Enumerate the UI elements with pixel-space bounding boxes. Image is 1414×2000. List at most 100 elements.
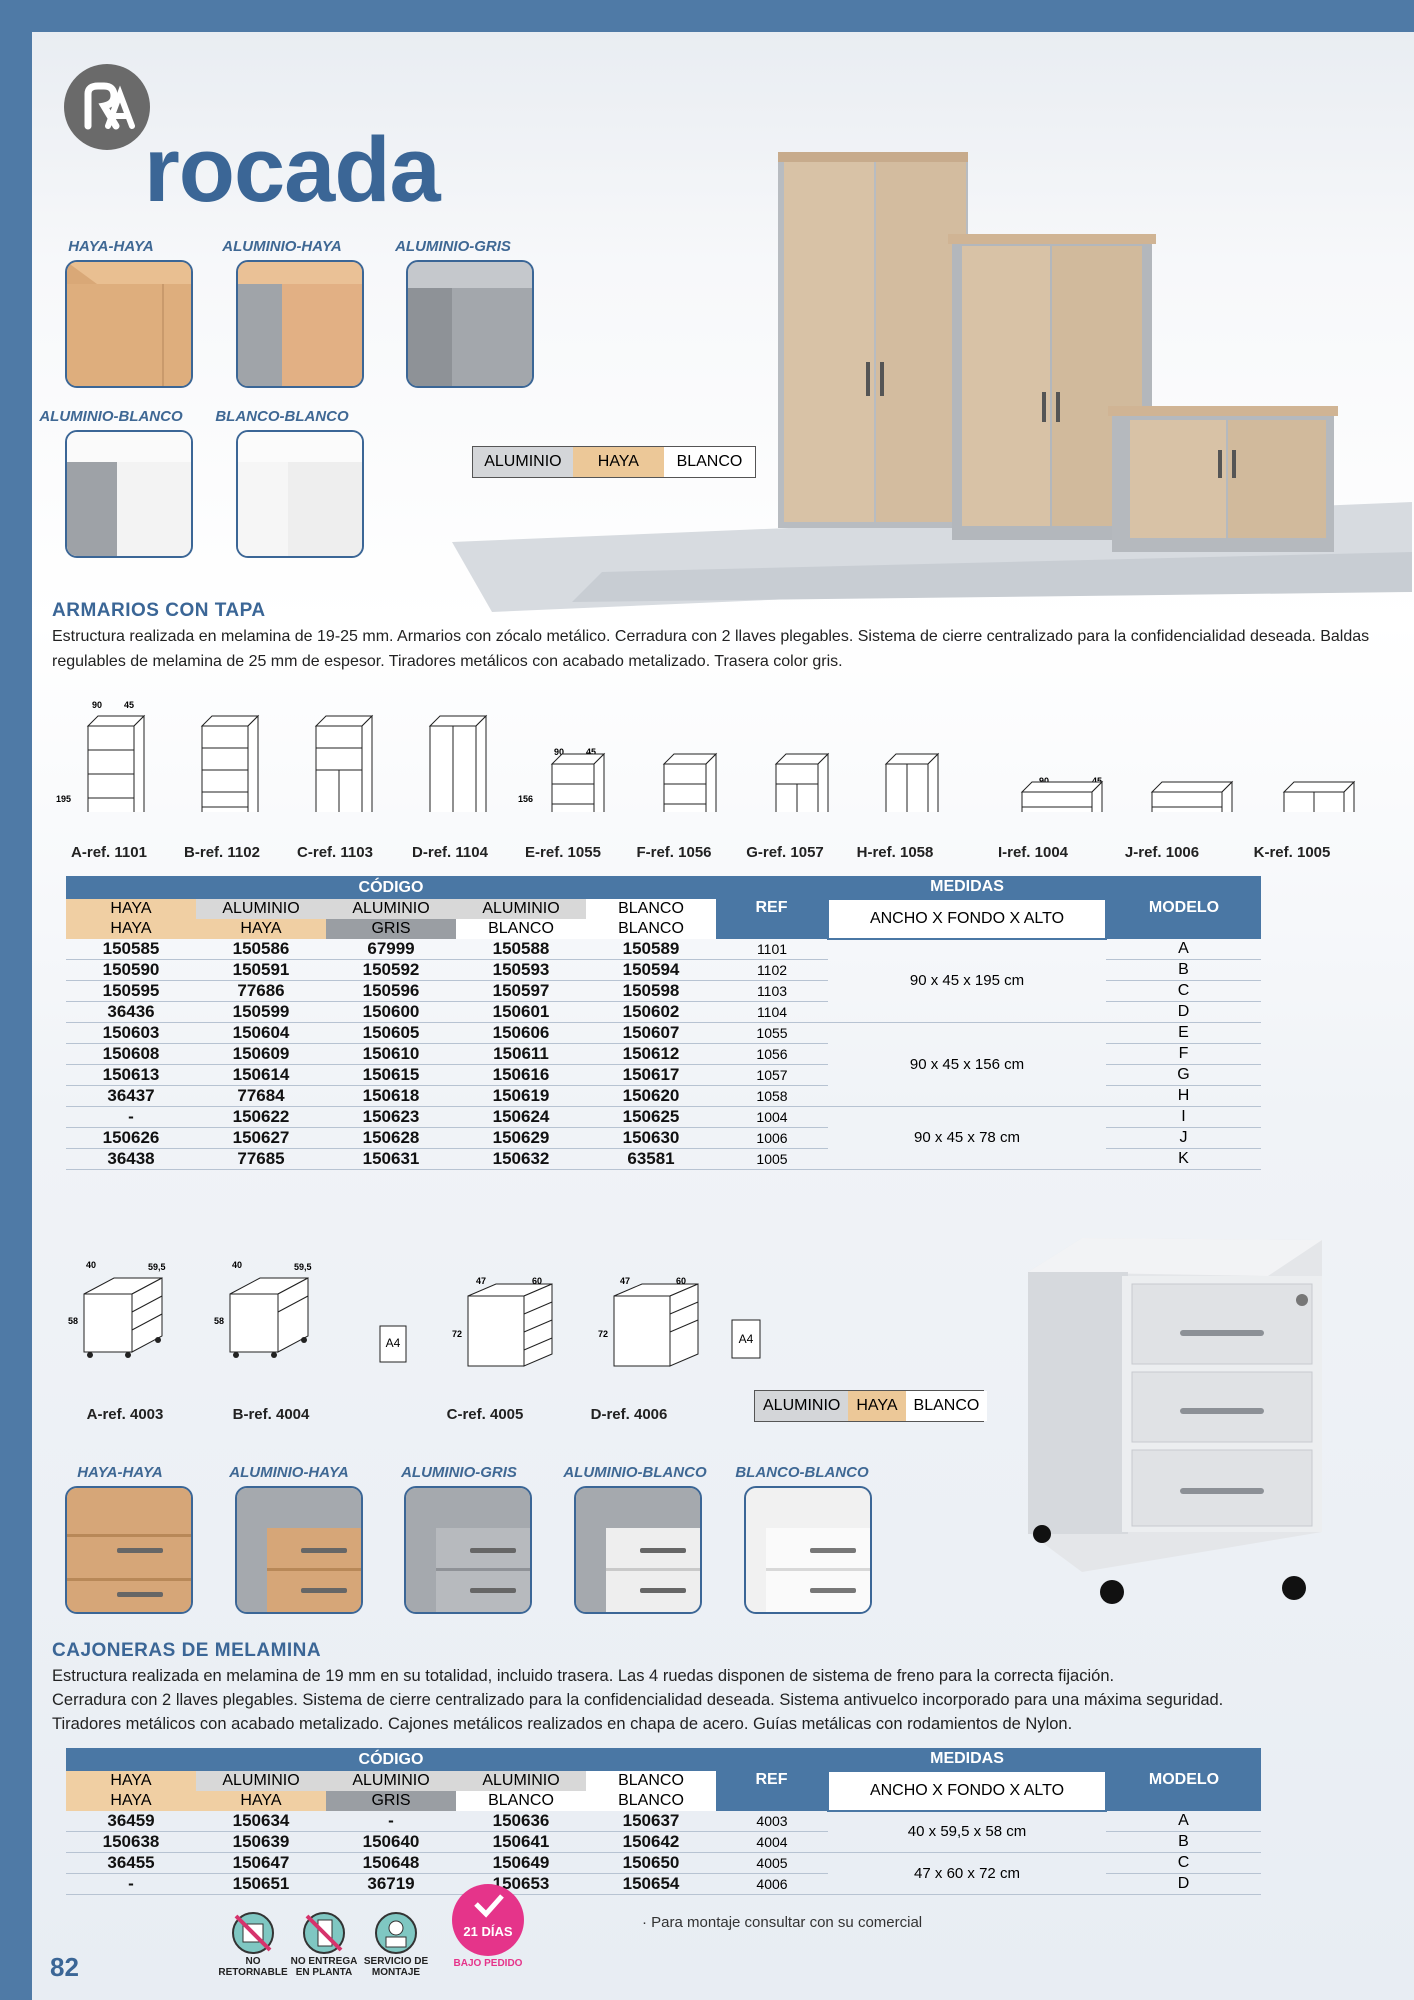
modelo-cell: C [1106, 980, 1261, 1002]
code-cell: - [326, 1811, 456, 1832]
diagram-cajonera-c: 47 60 72 [452, 1276, 553, 1367]
code-cell: 150608 [66, 1043, 196, 1065]
code-cell: 150640 [326, 1831, 456, 1853]
icon-label: RETORNABLE [218, 1967, 288, 1978]
dim-label: 58 [68, 1316, 78, 1326]
medidas-cell: 90 x 45 x 156 cm [828, 1022, 1106, 1107]
no-entrega-icon: NO ENTREGA EN PLANTA [284, 1910, 364, 1978]
ref-cell: 1006 [716, 1127, 828, 1149]
dim-label: 60 [676, 1276, 686, 1286]
code-cell: 150598 [586, 980, 716, 1002]
modelo-cell: E [1106, 1022, 1261, 1044]
modelo-header: MODELO [1106, 1748, 1261, 1811]
code-cell: 150616 [456, 1064, 586, 1086]
finish-label: BLANCO-BLANCO [215, 408, 349, 425]
diagram-a: 90 45 195 [56, 700, 146, 812]
code-cell: 77686 [196, 980, 326, 1002]
ref-cell: 1058 [716, 1085, 828, 1107]
code-cell: 150596 [326, 980, 456, 1002]
a4-box [731, 1319, 761, 1359]
finish-col-header: HAYA [196, 1791, 326, 1811]
finish-col-header: BLANCO [586, 899, 716, 919]
code-cell: 150620 [586, 1085, 716, 1107]
cajonera-swatch-aluminio-haya [235, 1486, 363, 1614]
code-cell: 150614 [196, 1064, 326, 1086]
codigo-header: CÓDIGO [66, 1748, 716, 1771]
modelo-cell: J [1106, 1127, 1261, 1149]
code-cell: 150605 [326, 1022, 456, 1044]
ref-cell: 4006 [716, 1873, 828, 1895]
cajonera-product-photo [1028, 1238, 1322, 1604]
cajonera-swatch-aluminio-gris [404, 1486, 532, 1614]
dim-label: 45 [1092, 776, 1102, 786]
modelo-cell: B [1106, 959, 1261, 981]
diagram-cajonera-d: 47 60 72 [598, 1276, 761, 1367]
finish-col-header: BLANCO [586, 919, 716, 939]
finish-bar-blanco: BLANCO [663, 447, 756, 477]
code-cell: 150637 [586, 1811, 716, 1832]
code-cell: 36719 [326, 1873, 456, 1895]
finish-col-header: HAYA [66, 899, 196, 919]
modelo-cell: A [1106, 1811, 1261, 1832]
finish-bar-blanco: BLANCO [905, 1391, 988, 1421]
cajonera-swatch-haya-haya [65, 1486, 193, 1614]
finish-label: HAYA-HAYA [68, 238, 154, 255]
dim-label: 47 [620, 1276, 630, 1286]
finish-swatch-aluminio-blanco [65, 430, 193, 558]
code-cell: 150612 [586, 1043, 716, 1065]
dim-label: 72 [452, 1329, 462, 1339]
code-cell: 150625 [586, 1106, 716, 1128]
code-cell: - [66, 1106, 196, 1128]
diagram-label: I-ref. 1004 [997, 844, 1069, 861]
dim-label: 45 [124, 700, 134, 710]
ref-cell: 1056 [716, 1043, 828, 1065]
code-cell: 150629 [456, 1127, 586, 1149]
finish-swatch-aluminio-gris [406, 260, 534, 388]
diagram-label: K-ref. 1005 [1253, 844, 1331, 861]
code-cell: 150589 [586, 939, 716, 960]
cajoneras-diagrams: 40 59,5 58 40 59,5 58 47 60 72 [68, 1260, 761, 1367]
dim-label: 40 [86, 1260, 96, 1270]
finish-col-header: ALUMINIO [196, 1771, 326, 1791]
diagram-f [662, 752, 718, 812]
cajoneras-title: CAJONERAS DE MELAMINA [52, 1640, 322, 1661]
diagram-label: F-ref. 1056 [636, 844, 712, 861]
finish-bar: ALUMINIO HAYA BLANCO [472, 446, 756, 478]
lead-time-badge: 21 DÍAS [452, 1884, 524, 1956]
dim-label: 59,5 [294, 1262, 312, 1272]
modelo-cell: C [1106, 1852, 1261, 1874]
finish-col-header: HAYA [66, 1791, 196, 1811]
code-cell: 150636 [456, 1811, 586, 1832]
code-cell: 150627 [196, 1127, 326, 1149]
servicio-montaje-icon: SERVICIO DE MONTAJE [358, 1910, 434, 1978]
dim-label: 90 [1039, 776, 1049, 786]
code-cell: 63581 [586, 1148, 716, 1170]
diagram-label: A-ref. 1101 [71, 844, 147, 861]
medidas-subheader: ANCHO X FONDO X ALTO [827, 1770, 1107, 1812]
finish-col-header: ALUMINIO [326, 1771, 456, 1791]
code-cell: 150617 [586, 1064, 716, 1086]
modelo-cell: D [1106, 1001, 1261, 1023]
dim-label: 40 [232, 1260, 242, 1270]
finish-label: ALUMINIO-HAYA [222, 238, 342, 255]
dim-label: 195 [56, 794, 71, 804]
code-cell: 36436 [66, 1001, 196, 1023]
ref-cell: 1103 [716, 980, 828, 1002]
catalog-page: rocada HAYA-HAYA ALUMINIO-HAYA ALUMINIO-… [32, 32, 1414, 2000]
code-cell: 150604 [196, 1022, 326, 1044]
code-cell: 150630 [586, 1127, 716, 1149]
finish-label: ALUMINIO-HAYA [229, 1464, 349, 1481]
armarios-diagrams: 90 45 195 90 45 15 [56, 700, 1356, 812]
diagram-label: J-ref. 1006 [1124, 844, 1200, 861]
brand-logo-icon [64, 64, 150, 150]
code-cell: 150594 [586, 959, 716, 981]
finish-col-header: HAYA [196, 919, 326, 939]
